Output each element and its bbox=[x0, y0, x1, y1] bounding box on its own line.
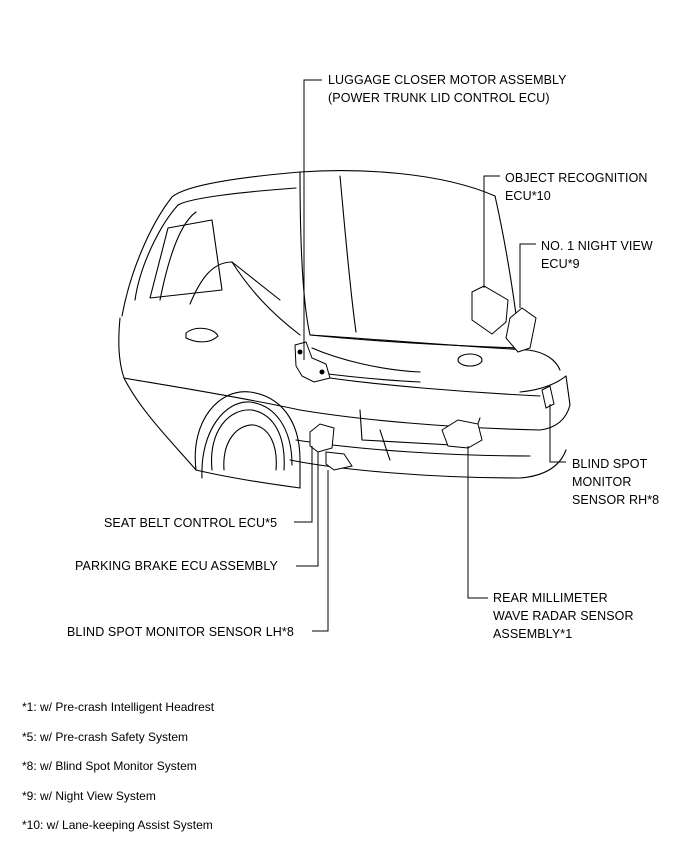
luggage-closer-label-line1: LUGGAGE CLOSER MOTOR ASSEMBLY bbox=[328, 73, 567, 87]
object-recognition-label: OBJECT RECOGNITION ECU*10 bbox=[505, 169, 648, 205]
parking-brake-label: PARKING BRAKE ECU ASSEMBLY bbox=[75, 557, 278, 575]
radar-label-line1: REAR MILLIMETER bbox=[493, 591, 608, 605]
object-recognition-label-line2: ECU*10 bbox=[505, 189, 551, 203]
radar-label-line2: WAVE RADAR SENSOR bbox=[493, 609, 634, 623]
night-view-label-line2: ECU*9 bbox=[541, 257, 580, 271]
parking-brake-label-line1: PARKING BRAKE ECU ASSEMBLY bbox=[75, 559, 278, 573]
component-parts bbox=[294, 285, 555, 471]
luggage-closer-label: LUGGAGE CLOSER MOTOR ASSEMBLY (POWER TRU… bbox=[328, 71, 567, 107]
radar-label: REAR MILLIMETER WAVE RADAR SENSOR ASSEMB… bbox=[493, 589, 634, 643]
object-recognition-ecu-part bbox=[471, 285, 509, 335]
night-view-label: NO. 1 NIGHT VIEW ECU*9 bbox=[541, 237, 653, 273]
night-view-label-line1: NO. 1 NIGHT VIEW bbox=[541, 239, 653, 253]
night-view-ecu-part bbox=[505, 307, 537, 353]
car-body-illustration bbox=[118, 170, 571, 489]
parking-brake-ecu-part bbox=[325, 451, 353, 471]
footnote: *10: w/ Lane-keeping Assist System bbox=[22, 818, 213, 832]
footnote: *9: w/ Night View System bbox=[22, 788, 156, 803]
luggage-closer-label-line2: (POWER TRUNK LID CONTROL ECU) bbox=[328, 91, 550, 105]
seat-belt-ecu-part bbox=[309, 423, 335, 453]
seat-belt-label: SEAT BELT CONTROL ECU*5 bbox=[104, 514, 277, 532]
footnote: *8: w/ Blind Spot Monitor System bbox=[22, 759, 197, 773]
footnotes: *1: w/ Pre-crash Intelligent Headrest *5… bbox=[22, 698, 214, 846]
footnote: *5: w/ Pre-crash Safety System bbox=[22, 729, 189, 744]
bsm-rh-label-line2: MONITOR bbox=[572, 475, 632, 489]
bsm-rh-label: BLIND SPOT MONITOR SENSOR RH*8 bbox=[572, 455, 659, 509]
object-recognition-label-line1: OBJECT RECOGNITION bbox=[505, 171, 648, 185]
bsm-rh-label-line3: SENSOR RH*8 bbox=[572, 493, 660, 507]
footnote: *1: w/ Pre-crash Intelligent Headrest bbox=[22, 700, 215, 714]
bsm-rh-part bbox=[541, 385, 555, 409]
bsm-lh-label-line1: BLIND SPOT MONITOR SENSOR LH*8 bbox=[67, 625, 294, 639]
seat-belt-label-line1: SEAT BELT CONTROL ECU*5 bbox=[104, 516, 278, 530]
radar-label-line3: ASSEMBLY*1 bbox=[493, 627, 573, 641]
leader-lines bbox=[294, 79, 566, 632]
radar-sensor-part bbox=[441, 419, 483, 449]
bsm-lh-label: BLIND SPOT MONITOR SENSOR LH*8 bbox=[67, 623, 294, 641]
bsm-rh-label-line1: BLIND SPOT bbox=[572, 457, 648, 471]
